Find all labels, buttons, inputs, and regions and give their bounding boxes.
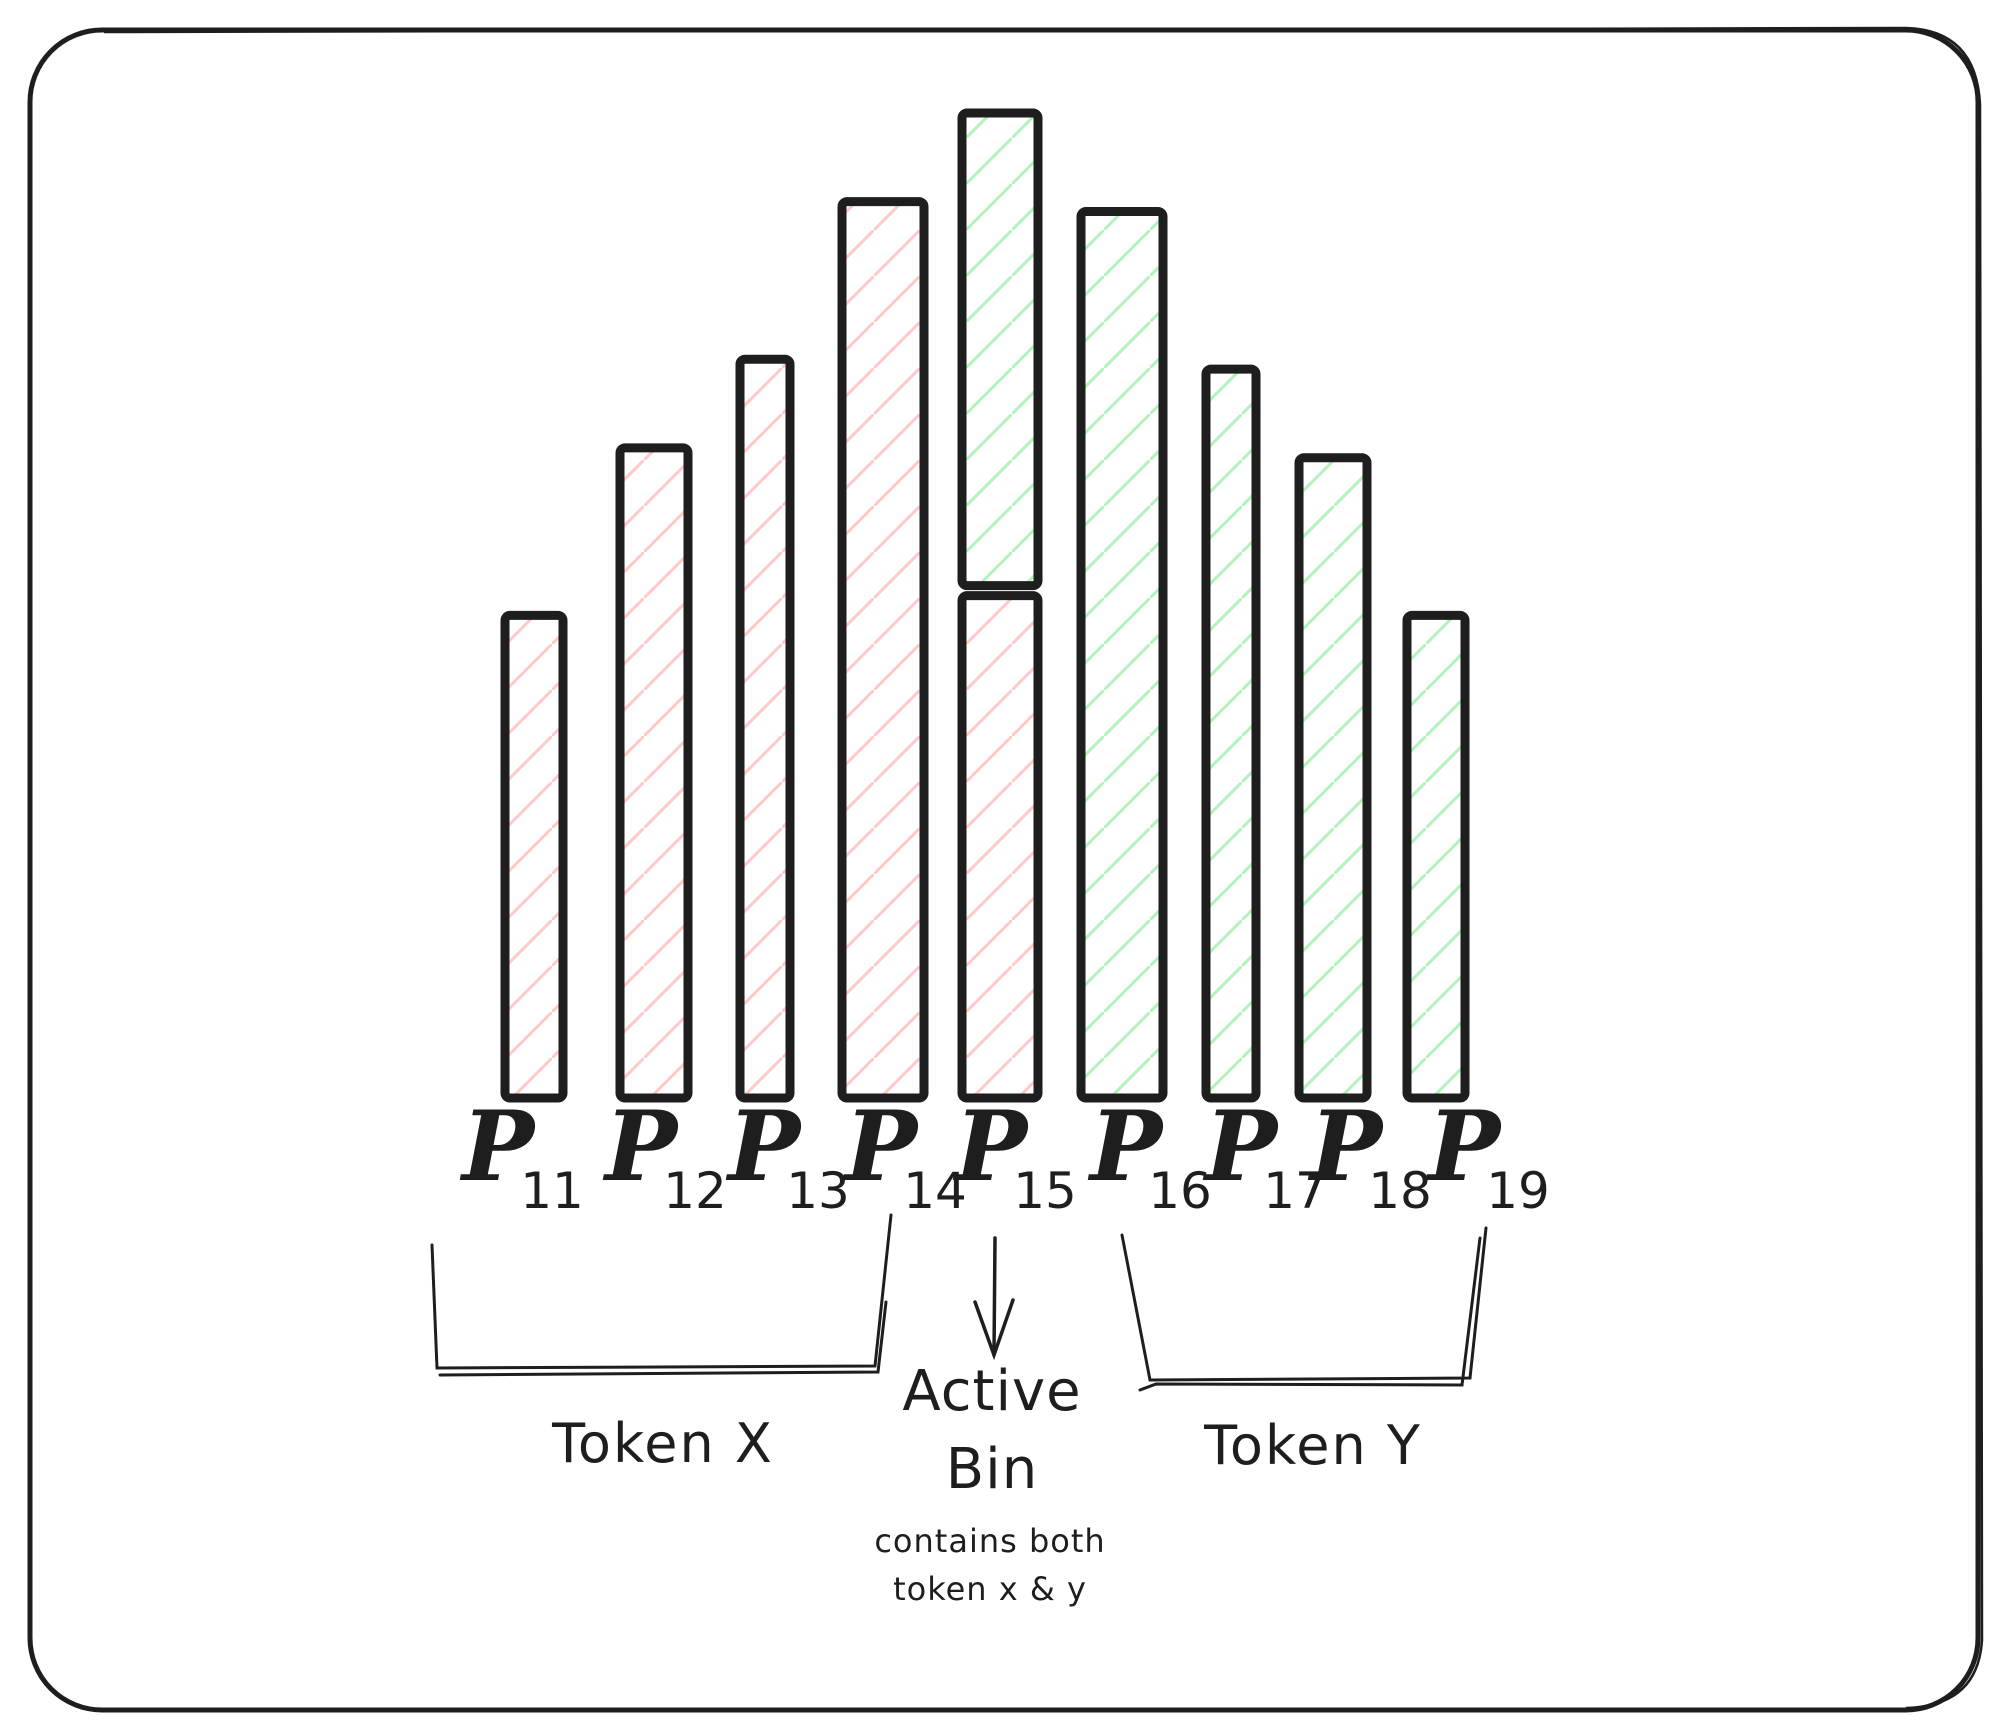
bin-p18-price-label: P18 [1307, 1090, 1432, 1220]
token-x-label: Token X [551, 1412, 774, 1475]
active-bin-note-line2: token x & y [893, 1570, 1087, 1608]
bin-p13-bar [735, 354, 795, 1103]
bin-p15-price-label: P15 [952, 1090, 1077, 1220]
frame-border-sketch [103, 26, 1984, 1710]
active-bin-label-line1: Active [902, 1359, 1081, 1424]
active-bin-note-line1: contains both [874, 1522, 1105, 1560]
bin-p11-price-label: P11 [459, 1090, 584, 1220]
bin-p19-price-label: P19 [1425, 1090, 1550, 1220]
token-y-label: Token Y [1203, 1414, 1422, 1477]
token-y-bracket [1120, 1226, 1488, 1392]
bin-p16-price-label: P16 [1087, 1090, 1212, 1220]
bin-p17-bar [1201, 364, 1261, 1103]
bin-p12-price-label: P12 [602, 1090, 727, 1220]
active-bin-label-line2: Bin [946, 1437, 1038, 1502]
token-x-bracket [430, 1213, 893, 1377]
bin-p16-bar [1076, 207, 1168, 1103]
bin-p19-bar [1402, 610, 1470, 1103]
bin-p11-bar [500, 610, 568, 1103]
bin-p13-price-label: P13 [725, 1090, 850, 1220]
bin-p14-price-label: P14 [842, 1090, 967, 1220]
bin-p15-token-y-bar [957, 108, 1043, 591]
bin-p18-bar [1294, 453, 1372, 1103]
bins-bars [500, 108, 1470, 1103]
bin-p15-token-x-bar [957, 591, 1043, 1103]
bin-p12-bar [615, 443, 693, 1103]
bin-p17-price-label: P17 [1202, 1090, 1327, 1220]
active-bin-arrow-icon [973, 1236, 1015, 1361]
bin-p14-bar [837, 197, 929, 1103]
